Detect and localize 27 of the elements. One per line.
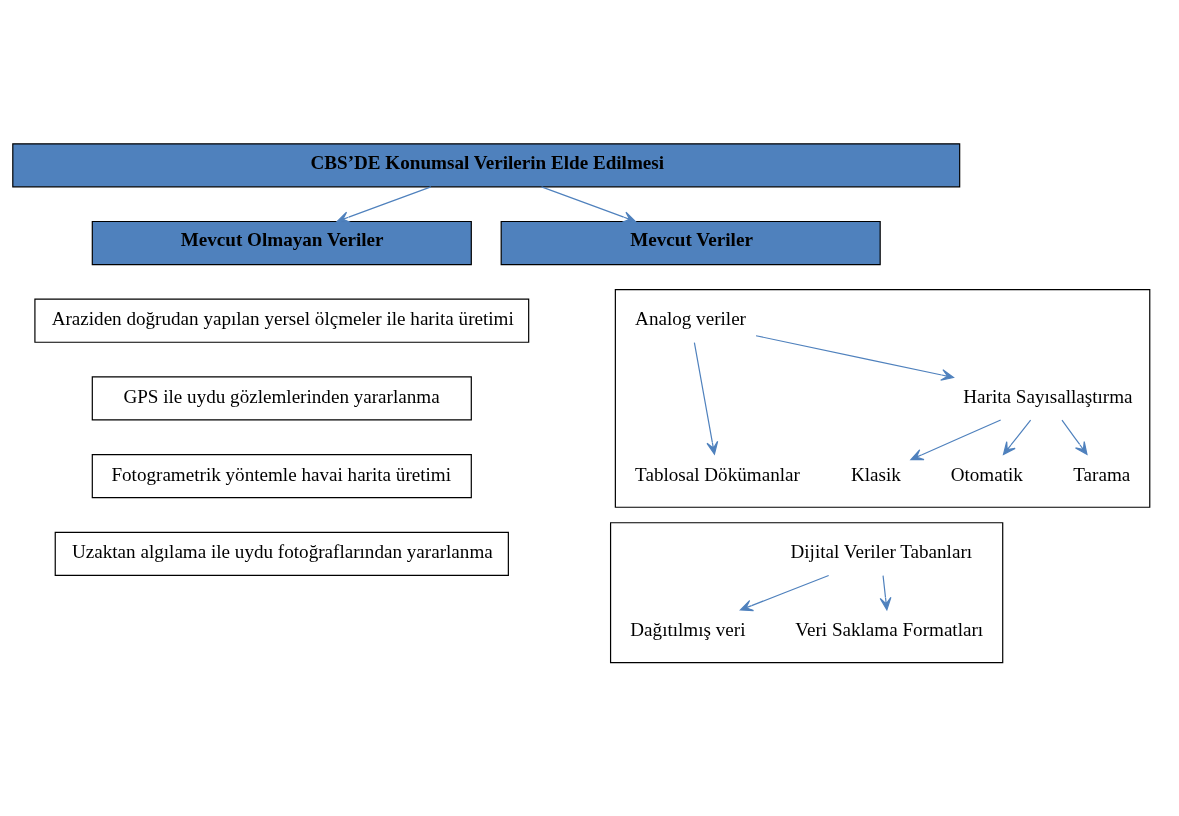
node-box: GPS ile uydu gözlemlerinden yararlanma: [91, 376, 472, 421]
node-box: Uzaktan algılama ile uydu fotoğraflarından yararlanma: [54, 531, 509, 576]
node-text: Analog veriler: [635, 308, 746, 330]
arrow: [739, 574, 830, 612]
node-text: Dijital Veriler Tabanları: [790, 541, 973, 563]
arrow: [910, 419, 1002, 461]
arrow: [540, 186, 636, 223]
cluster: [614, 289, 1151, 508]
node-box: Mevcut Veriler: [500, 220, 881, 266]
node-text: Dağıtılmış veri: [630, 619, 746, 641]
node-text: Klasik: [850, 463, 901, 485]
node-text: Harita Sayısallaştırma: [963, 385, 1133, 407]
node-text: Veri Saklama Formatları: [795, 619, 984, 641]
arrow: [336, 186, 432, 223]
node-box: Fotogrametrik yöntemle havai harita üretimi: [91, 454, 472, 499]
node-box: Araziden doğrudan yapılan yersel ölçmeler ile harita üretimi: [34, 298, 530, 343]
arrow: [879, 575, 892, 611]
node-text: Tarama: [1073, 463, 1131, 485]
node-box: Mevcut Olmayan Veriler: [91, 220, 472, 266]
arrow: [693, 341, 719, 455]
arrow: [1061, 419, 1088, 455]
node-box: CBS’DE Konumsal Verilerin Elde Edilmesi: [12, 143, 961, 188]
arrow: [755, 335, 955, 381]
node-text: Tablosal Dökümanlar: [635, 463, 800, 485]
node-text: Otomatik: [950, 463, 1023, 485]
cluster: [610, 522, 1004, 664]
arrow: [1002, 419, 1032, 455]
